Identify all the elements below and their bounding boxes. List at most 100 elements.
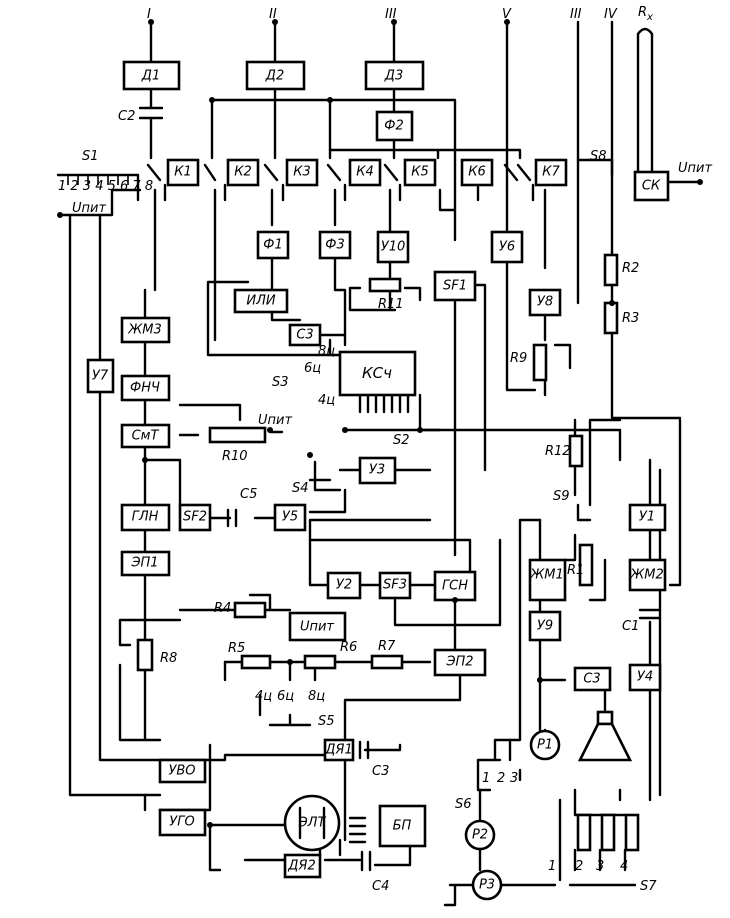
u7-label: У7 bbox=[92, 369, 109, 384]
tap-6c-a: 6ц bbox=[304, 361, 321, 376]
s7-pos-3: 3 bbox=[596, 859, 604, 874]
ksch-label: КСч bbox=[362, 364, 392, 382]
p3-label: Р3 bbox=[479, 878, 495, 893]
speaker-icon bbox=[577, 710, 633, 762]
s5-label: S5 bbox=[318, 714, 335, 729]
c3-cap-label: С3 bbox=[372, 764, 389, 779]
s2-label: S2 bbox=[393, 433, 410, 448]
s1-positions: 1 2 3 4 5 6 7 8 bbox=[58, 179, 153, 194]
f2-label: Ф2 bbox=[384, 119, 403, 134]
u6-label: У6 bbox=[499, 240, 515, 255]
crt-tube bbox=[283, 794, 341, 852]
f1-label: Ф1 bbox=[263, 238, 282, 253]
s6-pos-2: 2 bbox=[497, 771, 505, 786]
r4-label: R4 bbox=[214, 601, 231, 616]
input-3b-label: III bbox=[570, 7, 582, 22]
c1-label: С1 bbox=[622, 619, 639, 634]
u9-label: У9 bbox=[537, 619, 553, 634]
zhm2-label: ЖМ2 bbox=[629, 568, 664, 583]
blocks bbox=[86, 60, 670, 879]
s3-label: S3 bbox=[272, 375, 289, 390]
relay-contacts bbox=[146, 163, 535, 202]
rx-label: Rx bbox=[638, 5, 653, 23]
smt-label: СмТ bbox=[132, 429, 160, 444]
input-3-label: III bbox=[385, 7, 397, 22]
upit-3-label: Uпит bbox=[258, 413, 292, 428]
c5-label: С5 bbox=[240, 487, 257, 502]
c2-label: С2 bbox=[118, 109, 135, 124]
meters bbox=[464, 729, 561, 901]
s1-switch bbox=[56, 173, 140, 202]
u10-label: У10 bbox=[381, 240, 405, 255]
c4-label: С4 bbox=[372, 879, 389, 894]
r2-label: R2 bbox=[622, 261, 639, 276]
u4-label: У4 bbox=[637, 670, 653, 685]
k5-label: К5 bbox=[411, 165, 429, 180]
ep1-label: ЭП1 bbox=[130, 556, 158, 571]
k4-label: К4 bbox=[356, 165, 374, 180]
s7-label: S7 bbox=[640, 879, 657, 894]
sf3-label: SF3 bbox=[383, 578, 407, 593]
dya1-label: ДЯ1 bbox=[324, 743, 352, 758]
s6-pos-3: 3 bbox=[510, 771, 518, 786]
r7-label: R7 bbox=[378, 639, 396, 654]
k3-label: К3 bbox=[293, 165, 311, 180]
s9-label: S9 bbox=[553, 489, 570, 504]
dya2-label: ДЯ2 bbox=[287, 859, 315, 874]
u2-label: У2 bbox=[336, 578, 352, 593]
r9-label: R9 bbox=[510, 351, 527, 366]
s6-pos-1: 1 bbox=[482, 771, 490, 786]
fnch-label: ФНЧ bbox=[130, 381, 160, 396]
bp-label: БП bbox=[393, 819, 412, 834]
s1-label: S1 bbox=[82, 149, 99, 164]
ili-label: ИЛИ bbox=[246, 294, 276, 309]
gln-label: ГЛН bbox=[132, 510, 159, 525]
f3-label: Ф3 bbox=[325, 238, 344, 253]
d2-label: Д2 bbox=[265, 69, 284, 84]
input-1-label: I bbox=[147, 7, 151, 22]
p1-label: Р1 bbox=[537, 738, 553, 753]
u8-label: У8 bbox=[537, 295, 553, 310]
capacitors bbox=[138, 106, 662, 872]
d1-label: Д1 bbox=[141, 69, 160, 84]
ugo-label: УГО bbox=[169, 815, 194, 830]
tap-4c-a: 4ц bbox=[318, 393, 335, 408]
r6-label: R6 bbox=[340, 640, 357, 655]
k2-label: К2 bbox=[234, 165, 252, 180]
tap-8c-b: 8ц bbox=[308, 689, 325, 704]
zhm3-label: ЖМ3 bbox=[127, 323, 162, 338]
component-labels: I II III V III IV Rx С2 S1 1 2 3 4 5 6 7… bbox=[58, 5, 712, 894]
r5-label: R5 bbox=[228, 641, 245, 656]
zhm1-label: ЖМ1 bbox=[529, 568, 564, 583]
upit-box-label: Uпит bbox=[300, 620, 334, 635]
uvo-label: УВО bbox=[168, 764, 195, 779]
r3-label: R3 bbox=[622, 311, 639, 326]
gsn-label: ГСН bbox=[442, 579, 468, 594]
s7-pos-1: 1 bbox=[548, 859, 556, 874]
r8-label: R8 bbox=[160, 651, 177, 666]
k7-label: К7 bbox=[542, 165, 560, 180]
tap-4c-b: 4ц bbox=[255, 689, 272, 704]
s6-label: S6 bbox=[455, 797, 472, 812]
c3a-label: С3 bbox=[296, 328, 313, 343]
junctions bbox=[57, 19, 703, 828]
p2-label: Р2 bbox=[472, 828, 488, 843]
input-5-label: V bbox=[502, 7, 512, 22]
d3-label: Д3 bbox=[384, 69, 403, 84]
sf1-label: SF1 bbox=[443, 279, 467, 294]
ep2-label: ЭП2 bbox=[445, 655, 473, 670]
s4-label: S4 bbox=[292, 481, 309, 496]
wires bbox=[58, 20, 702, 907]
tap-6c-b: 6ц bbox=[277, 689, 294, 704]
sf2-label: SF2 bbox=[183, 510, 207, 525]
r12-label: R12 bbox=[545, 444, 571, 459]
k1-label: К1 bbox=[174, 165, 192, 180]
u3-label: У3 bbox=[369, 463, 385, 478]
tap-8c-a: 8ц bbox=[318, 344, 335, 359]
u5-label: У5 bbox=[282, 510, 298, 525]
r1-label: R1 bbox=[567, 563, 584, 578]
k6-label: К6 bbox=[468, 165, 486, 180]
input-2-label: II bbox=[269, 7, 277, 22]
sk-label: СК bbox=[642, 179, 661, 194]
